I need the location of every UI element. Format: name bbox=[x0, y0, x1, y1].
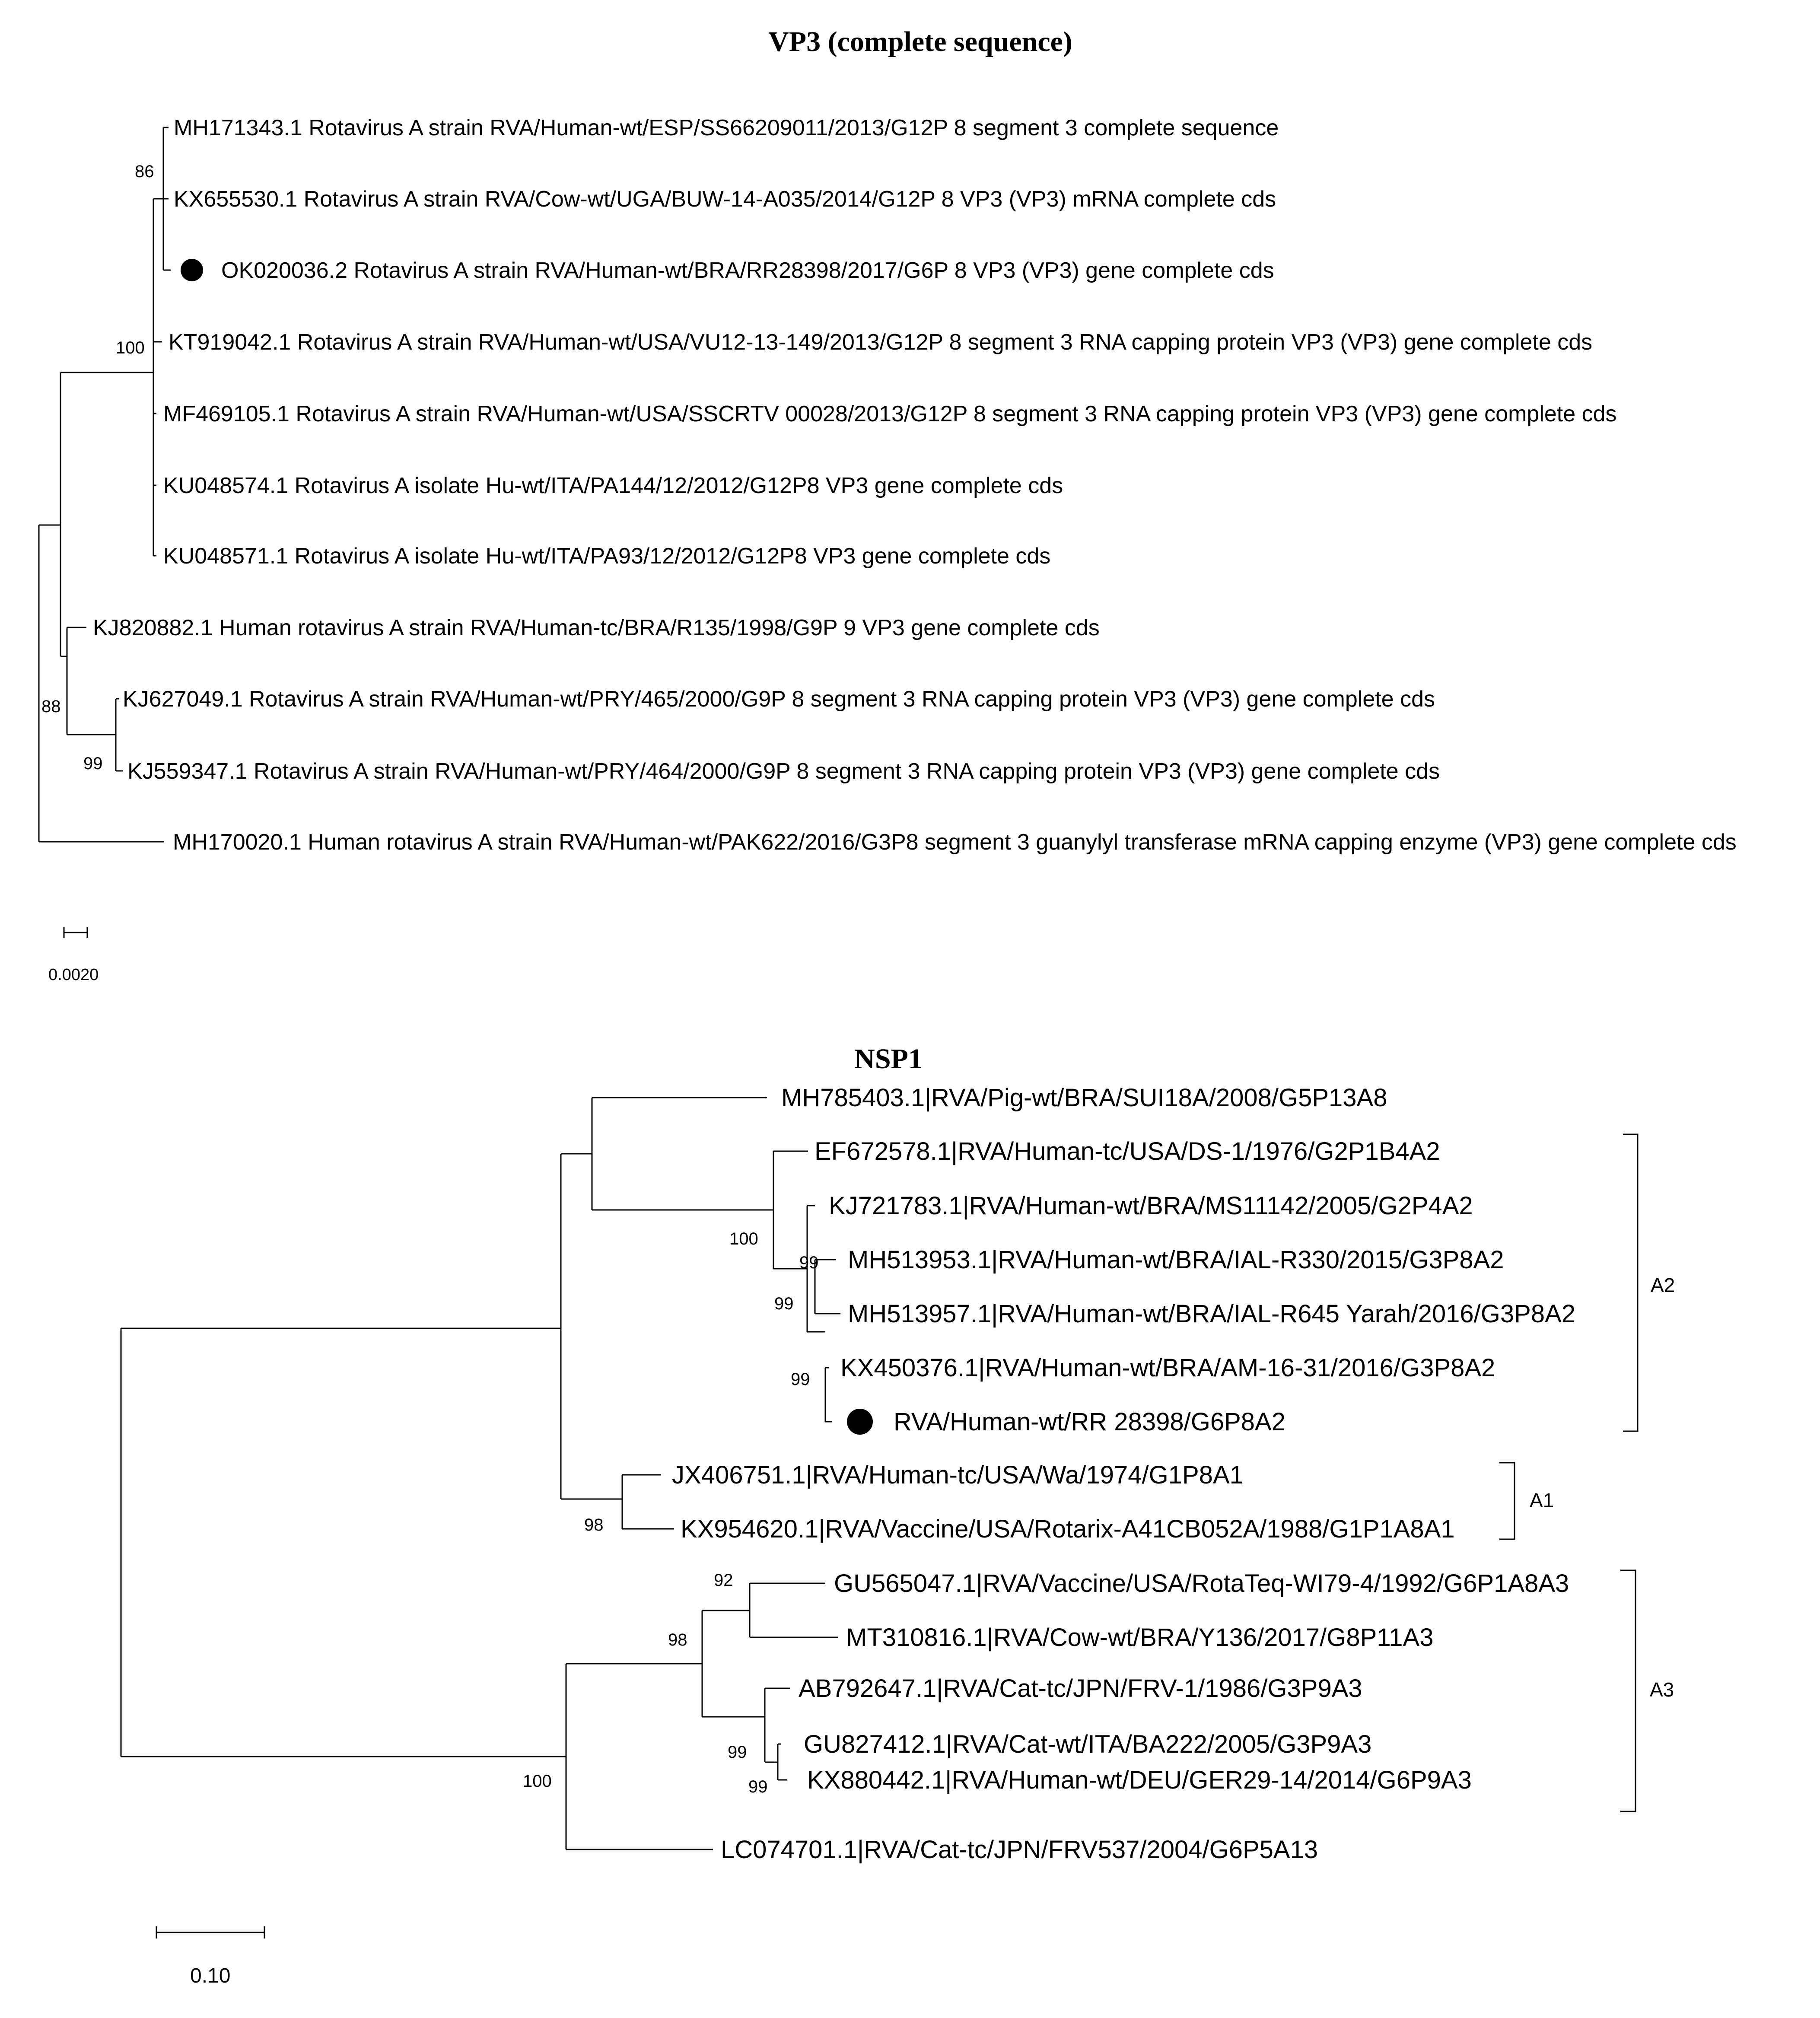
nsp1-node-r330 bbox=[814, 1259, 840, 1315]
nsp1-node-a2 bbox=[773, 1150, 808, 1270]
nsp1-leaf-label: JX406751.1|RVA/Human-tc/USA/Wa/1974/G1P8… bbox=[672, 1461, 1244, 1489]
nsp1-leaf-label: KX880442.1|RVA/Human-wt/DEU/GER29-14/201… bbox=[807, 1766, 1472, 1794]
vp3-leaf-label: KT919042.1 Rotavirus A strain RVA/Human-… bbox=[169, 330, 1592, 355]
nsp1-bootstrap: 98 bbox=[668, 1630, 687, 1649]
nsp1-scale-bar: 0.10 bbox=[156, 1926, 265, 1987]
nsp1-node-a1 bbox=[621, 1474, 674, 1530]
nsp1-bootstrap: 100 bbox=[729, 1229, 758, 1248]
nsp1-clade-bracket-a2 bbox=[1623, 1133, 1639, 1432]
nsp1-highlight-marker bbox=[847, 1409, 873, 1435]
vp3-leaf-label: KJ820882.1 Human rotavirus A strain RVA/… bbox=[93, 615, 1100, 640]
nsp1-bootstrap: 99 bbox=[748, 1777, 768, 1796]
vp3-node-d bbox=[66, 627, 116, 735]
nsp1-title: NSP1 bbox=[854, 1043, 923, 1075]
vp3-leaf-label: MH170020.1 Human rotavirus A strain RVA/… bbox=[173, 830, 1737, 855]
vp3-scale-label: 0.0020 bbox=[48, 966, 99, 984]
nsp1-leaf-label: KX954620.1|RVA/Vaccine/USA/Rotarix-A41CB… bbox=[681, 1515, 1455, 1543]
nsp1-node-pig-a2 bbox=[591, 1097, 773, 1211]
nsp1-bootstrap: 99 bbox=[791, 1370, 810, 1389]
nsp1-leaf-label: EF672578.1|RVA/Human-tc/USA/DS-1/1976/G2… bbox=[815, 1137, 1440, 1165]
nsp1-leaf-label: MH513957.1|RVA/Human-wt/BRA/IAL-R645 Yar… bbox=[848, 1300, 1575, 1328]
nsp1-node-gu565047 bbox=[749, 1582, 838, 1638]
nsp1-node-rr28398 bbox=[824, 1367, 832, 1423]
vp3-bootstrap: 99 bbox=[83, 754, 103, 773]
vp3-scale-bar-line bbox=[63, 927, 88, 938]
nsp1-clade-label: A2 bbox=[1651, 1274, 1675, 1296]
nsp1-node-a2-inner bbox=[806, 1205, 825, 1333]
nsp1-clade-label: A1 bbox=[1530, 1489, 1554, 1512]
vp3-leaf-label: MF469105.1 Rotavirus A strain RVA/Human-… bbox=[163, 401, 1617, 427]
vp3-root-branch bbox=[38, 524, 164, 843]
nsp1-clade-label: A3 bbox=[1650, 1678, 1674, 1701]
nsp1-leaf-label: MT310816.1|RVA/Cow-wt/BRA/Y136/2017/G8P1… bbox=[846, 1623, 1434, 1652]
vp3-leaf-labels: MH171343.1 Rotavirus A strain RVA/Human-… bbox=[93, 115, 1737, 855]
vp3-leaf-label: KJ627049.1 Rotavirus A strain RVA/Human-… bbox=[123, 687, 1435, 712]
nsp1-leaf-label: MH785403.1|RVA/Pig-wt/BRA/SUI18A/2008/G5… bbox=[781, 1084, 1387, 1112]
nsp1-root-branch bbox=[120, 1327, 566, 1757]
nsp1-leaf-label: AB792647.1|RVA/Cat-tc/JPN/FRV-1/1986/G3P… bbox=[799, 1674, 1362, 1703]
nsp1-branches bbox=[120, 1097, 840, 1850]
nsp1-node-lower bbox=[565, 1663, 713, 1850]
vp3-bootstrap: 88 bbox=[41, 697, 61, 716]
nsp1-bootstrap: 99 bbox=[728, 1743, 747, 1762]
vp3-scale-bar: 0.0020 bbox=[48, 927, 99, 984]
nsp1-leaf-label: KX450376.1|RVA/Human-wt/BRA/AM-16-31/201… bbox=[840, 1354, 1495, 1382]
nsp1-bootstrap: 98 bbox=[584, 1515, 604, 1534]
nsp1-leaf-label: RVA/Human-wt/RR 28398/G6P8A2 bbox=[894, 1408, 1285, 1436]
nsp1-bootstrap: 92 bbox=[714, 1571, 733, 1590]
vp3-node-e bbox=[115, 698, 123, 772]
vp3-leaf-label: KU048571.1 Rotavirus A isolate Hu-wt/ITA… bbox=[163, 544, 1050, 569]
nsp1-leaf-label: LC074701.1|RVA/Cat-tc/JPN/FRV537/2004/G6… bbox=[721, 1836, 1318, 1864]
vp3-branches bbox=[38, 127, 171, 843]
nsp1-node-a3 bbox=[701, 1610, 765, 1718]
nsp1-clade-bracket-a3 bbox=[1620, 1569, 1636, 1812]
vp3-bootstrap: 100 bbox=[116, 338, 145, 357]
vp3-node-b bbox=[153, 198, 163, 557]
nsp1-node-upper bbox=[560, 1153, 622, 1500]
vp3-leaf-label: OK020036.2 Rotavirus A strain RVA/Human-… bbox=[221, 258, 1274, 283]
nsp1-tree: NSP1 bbox=[120, 1043, 1675, 1987]
nsp1-clade-bracket-a1 bbox=[1499, 1462, 1515, 1540]
nsp1-bootstrap: 99 bbox=[774, 1294, 794, 1313]
vp3-bootstrap-values: 86 100 88 99 bbox=[41, 162, 154, 773]
vp3-node-c bbox=[162, 127, 171, 271]
vp3-highlight-marker bbox=[181, 259, 203, 281]
vp3-node-a bbox=[60, 372, 153, 657]
nsp1-leaf-label: GU827412.1|RVA/Cat-wt/ITA/BA222/2005/G3P… bbox=[804, 1730, 1371, 1758]
vp3-bootstrap: 86 bbox=[135, 162, 154, 181]
nsp1-scale-bar-line bbox=[156, 1926, 265, 1938]
vp3-tree: VP3 (complete sequence) MH171343.1 Rotav… bbox=[38, 26, 1737, 984]
nsp1-node-gu827412 bbox=[777, 1743, 787, 1781]
nsp1-node-cat bbox=[764, 1687, 790, 1763]
vp3-leaf-label: KU048574.1 Rotavirus A isolate Hu-wt/ITA… bbox=[163, 473, 1063, 498]
vp3-leaf-label: KX655530.1 Rotavirus A strain RVA/Cow-wt… bbox=[174, 187, 1276, 212]
nsp1-scale-label: 0.10 bbox=[190, 1964, 230, 1987]
vp3-title: VP3 (complete sequence) bbox=[768, 26, 1072, 57]
nsp1-leaf-labels: MH785403.1|RVA/Pig-wt/BRA/SUI18A/2008/G5… bbox=[672, 1084, 1575, 1864]
nsp1-bootstrap: 100 bbox=[523, 1772, 552, 1791]
nsp1-leaf-label: GU565047.1|RVA/Vaccine/USA/RotaTeq-WI79-… bbox=[834, 1569, 1569, 1598]
nsp1-clade-brackets: A2 A1 A3 bbox=[1499, 1133, 1675, 1812]
nsp1-bootstrap-values: 100 99 99 99 98 92 98 99 99 100 bbox=[523, 1229, 819, 1796]
vp3-leaf-label: KJ559347.1 Rotavirus A strain RVA/Human-… bbox=[127, 759, 1440, 784]
nsp1-leaf-label: MH513953.1|RVA/Human-wt/BRA/IAL-R330/201… bbox=[848, 1246, 1504, 1274]
nsp1-bootstrap: 99 bbox=[799, 1253, 819, 1272]
nsp1-leaf-label: KJ721783.1|RVA/Human-wt/BRA/MS11142/2005… bbox=[829, 1192, 1473, 1220]
vp3-leaf-label: MH171343.1 Rotavirus A strain RVA/Human-… bbox=[174, 115, 1279, 140]
